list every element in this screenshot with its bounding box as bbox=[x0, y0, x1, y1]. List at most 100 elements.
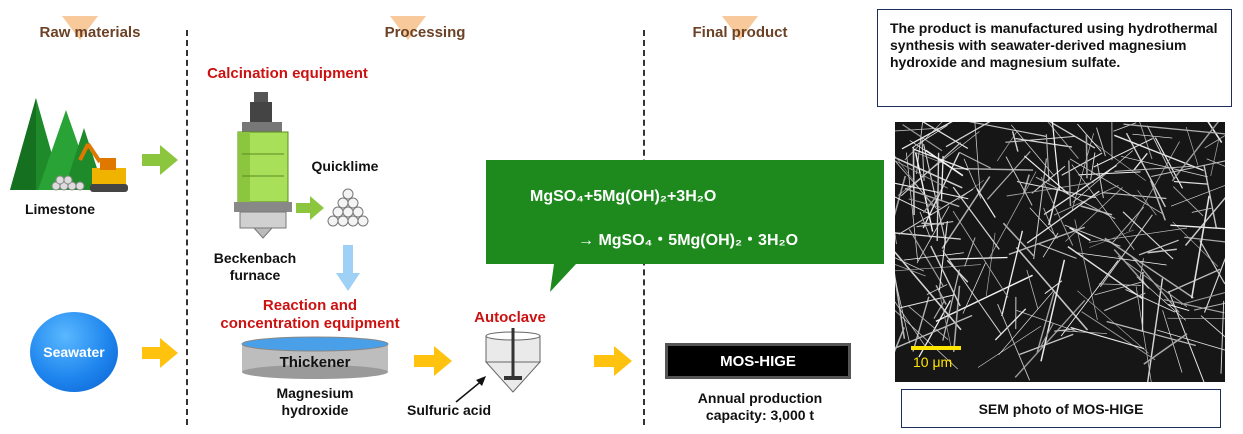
needle-crystal bbox=[1200, 315, 1225, 338]
reaction-label: Reaction and concentration equipment bbox=[200, 297, 420, 333]
needle-crystal bbox=[1128, 141, 1180, 232]
needle-crystal bbox=[986, 150, 1031, 200]
needle-crystal bbox=[1163, 299, 1225, 314]
needle-crystal bbox=[1068, 160, 1072, 207]
needle-crystal bbox=[1070, 326, 1145, 350]
needle-crystal bbox=[939, 294, 952, 348]
needle-crystal bbox=[1044, 280, 1063, 295]
needle-crystal bbox=[895, 196, 932, 216]
needle-crystal bbox=[942, 250, 1002, 335]
needle-crystal bbox=[1185, 126, 1199, 166]
needle-crystal bbox=[916, 205, 950, 264]
needle-crystal bbox=[963, 158, 982, 199]
needle-crystal bbox=[952, 285, 961, 352]
needle-crystal bbox=[1014, 299, 1086, 378]
needle-crystal bbox=[900, 294, 956, 309]
reaction-line2: concentration equipment bbox=[220, 315, 400, 332]
needle-crystal bbox=[1090, 140, 1146, 181]
needle-crystal bbox=[1069, 226, 1091, 242]
needle-crystal bbox=[1045, 134, 1050, 182]
beckenbach-label: Beckenbach furnace bbox=[200, 250, 310, 284]
needle-crystal bbox=[994, 308, 1027, 341]
needle-crystal bbox=[1172, 186, 1204, 217]
needle-crystal bbox=[1016, 180, 1096, 199]
needle-crystal bbox=[1131, 256, 1180, 313]
needle-crystal bbox=[1204, 135, 1225, 149]
needle-crystal bbox=[1149, 180, 1167, 221]
needle-crystal bbox=[1099, 214, 1153, 288]
needle-crystal bbox=[1120, 155, 1208, 178]
arrow-furnace-quicklime bbox=[296, 196, 324, 220]
needle-crystal bbox=[895, 231, 897, 245]
needle-crystal bbox=[901, 122, 953, 150]
needle-crystal bbox=[1067, 245, 1143, 300]
seawater-label: Seawater bbox=[43, 344, 105, 360]
limestone-icon bbox=[10, 98, 128, 192]
needle-crystal bbox=[1081, 311, 1156, 361]
product-name: MOS-HIGE bbox=[720, 352, 796, 370]
sulfuric-acid-label: Sulfuric acid bbox=[406, 402, 492, 418]
needle-crystal bbox=[1180, 291, 1225, 306]
needle-crystal bbox=[904, 122, 943, 161]
needle-crystal bbox=[908, 306, 949, 340]
scale-label: 10 μm bbox=[913, 354, 953, 370]
needle-crystal bbox=[1184, 196, 1225, 246]
needle-crystal bbox=[1053, 184, 1119, 216]
needle-crystal bbox=[1106, 320, 1196, 347]
needle-crystal bbox=[942, 269, 960, 341]
needle-crystal bbox=[1059, 330, 1108, 334]
needle-crystal bbox=[1146, 125, 1175, 180]
needle-crystal bbox=[895, 232, 961, 240]
needle-crystal bbox=[1078, 171, 1141, 176]
needle-crystal bbox=[948, 256, 1008, 260]
needle-crystal bbox=[1162, 310, 1183, 373]
needle-crystal bbox=[1096, 127, 1106, 157]
needle-crystal bbox=[1006, 181, 1094, 197]
needle-crystal bbox=[968, 122, 1047, 138]
needle-crystal bbox=[895, 272, 906, 339]
needle-crystal bbox=[1039, 323, 1054, 348]
calcination-label: Calcination equipment bbox=[207, 65, 368, 82]
needle-crystal bbox=[1042, 232, 1059, 258]
info-text: The product is manufactured using hydrot… bbox=[890, 20, 1218, 70]
needle-crystal bbox=[1151, 160, 1225, 178]
beckenbach-line1: Beckenbach bbox=[213, 250, 297, 266]
needle-crystal bbox=[1096, 163, 1104, 199]
needle-crystal bbox=[1040, 176, 1074, 246]
needle-crystal bbox=[925, 149, 964, 177]
needle-crystal bbox=[1193, 302, 1225, 311]
autoclave-icon bbox=[484, 328, 542, 393]
thickener-label: Thickener bbox=[279, 354, 351, 371]
needle-crystal bbox=[895, 156, 963, 189]
needle-crystal bbox=[1104, 237, 1194, 299]
needle-crystal bbox=[1203, 257, 1225, 313]
needle-crystal bbox=[1123, 123, 1225, 135]
needle-crystal bbox=[1154, 137, 1184, 189]
arrow-autoclave-final bbox=[594, 346, 632, 376]
needle-crystal bbox=[1117, 255, 1188, 308]
arrow-seawater-right bbox=[142, 338, 178, 368]
needle-crystal bbox=[895, 264, 981, 272]
needle-crystal bbox=[1167, 317, 1225, 319]
needle-crystal bbox=[921, 222, 945, 225]
raw-materials-marker bbox=[62, 16, 98, 40]
needle-crystal bbox=[1002, 222, 1035, 257]
equation-line2: → MgSO₄・5Mg(OH)₂・3H₂O bbox=[578, 232, 799, 249]
mg-hydroxide-label: Magnesium hydroxide bbox=[250, 385, 380, 419]
needle-crystal bbox=[1019, 333, 1074, 356]
needle-crystal bbox=[922, 190, 942, 214]
needle-crystal bbox=[1133, 152, 1148, 171]
needle-crystal bbox=[1090, 152, 1096, 181]
sem-caption: SEM photo of MOS-HIGE bbox=[978, 400, 1144, 417]
needle-crystal bbox=[1147, 278, 1164, 382]
needle-crystal bbox=[921, 138, 925, 181]
needle-crystal bbox=[913, 151, 948, 166]
seawater-circle: Seawater bbox=[30, 312, 118, 392]
needle-crystal bbox=[998, 291, 1054, 355]
equation-bubble bbox=[486, 160, 884, 292]
arrow-limestone-right bbox=[142, 145, 178, 175]
needle-crystal bbox=[1065, 187, 1123, 242]
needle-crystal bbox=[895, 127, 941, 132]
needle-crystal bbox=[941, 176, 991, 249]
needle-crystal bbox=[1005, 156, 1033, 206]
